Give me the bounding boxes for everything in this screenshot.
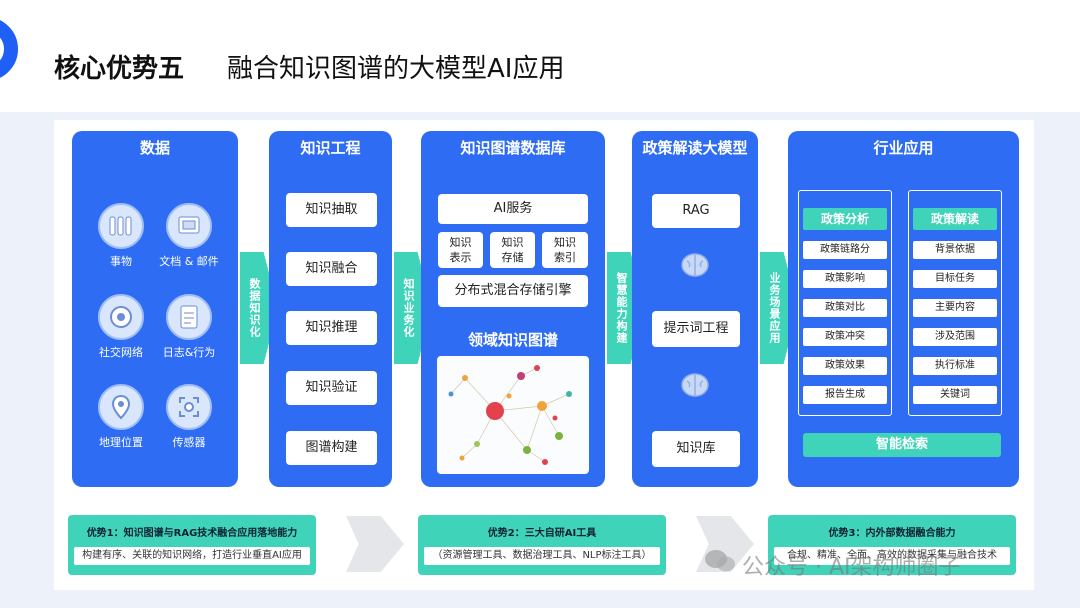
- watermark-text: 公众号 · AI架构师圈子: [742, 549, 961, 581]
- page-title: 核心优势五: [54, 48, 184, 85]
- source-label: 日志&行为: [159, 344, 219, 360]
- llm-column-title: 政策解读大模型: [632, 137, 758, 158]
- panel-item: 政策冲突: [803, 328, 887, 346]
- policy-interpretation-panel: 政策解读 背景依据 目标任务 主要内容 涉及范围 执行标准 关键词: [908, 190, 1002, 416]
- sensor-icon: [166, 384, 212, 430]
- ai-service-box: AI服务: [438, 194, 588, 224]
- rag-box: RAG: [652, 194, 740, 228]
- items-icon: [98, 203, 144, 249]
- source-items: 事物: [91, 203, 151, 269]
- engineering-item: 知识推理: [286, 311, 377, 345]
- page-subtitle: 融合知识图谱的大模型AI应用: [227, 48, 564, 85]
- header-bar: 核心优势五 融合知识图谱的大模型AI应用: [0, 0, 1080, 112]
- intelligent-search-bar: 智能检索: [803, 433, 1001, 457]
- panel-item: 执行标准: [913, 357, 997, 375]
- advantage-desc: 构建有序、关联的知识网络，打造行业垂直AI应用: [74, 547, 310, 565]
- source-document-mail: 文档 & 邮件: [159, 203, 219, 269]
- knowledge-index-box: 知识 索引: [542, 232, 588, 268]
- wechat-icon: [703, 548, 737, 574]
- panel-item: 报告生成: [803, 386, 887, 404]
- document-mail-icon: [166, 203, 212, 249]
- advantage-desc: （资源管理工具、数据治理工具、NLP标注工具）: [424, 547, 660, 565]
- engineering-column-title: 知识工程: [269, 137, 392, 158]
- brain-icon: [679, 369, 711, 405]
- panel-item: 政策效果: [803, 357, 887, 375]
- data-column-title: 数据: [72, 137, 238, 158]
- log-behavior-icon: [166, 294, 212, 340]
- source-label: 地理位置: [91, 434, 151, 450]
- source-log-behavior: 日志&行为: [159, 294, 219, 360]
- engineering-column: 知识工程 知识抽取 知识融合 知识推理 知识验证 图谱构建: [269, 131, 392, 487]
- panel-item: 政策影响: [803, 270, 887, 288]
- knowledge-storage-box: 知识 存储: [490, 232, 535, 268]
- panel-item: 政策对比: [803, 299, 887, 317]
- arrow-label: 知识业务化: [400, 278, 416, 338]
- source-social-network: 社交网络: [91, 294, 151, 360]
- knowledge-graph-image: [437, 356, 589, 474]
- engineering-item: 知识抽取: [286, 193, 377, 227]
- graph-db-column: 知识图谱数据库 AI服务 知识 表示 知识 存储 知识 索引 分布式混合存储引擎…: [421, 131, 605, 487]
- knowledge-base-box: 知识库: [652, 431, 740, 467]
- knowledge-graph-network: [437, 356, 589, 474]
- advantage-2: 优势2：三大自研AI工具 （资源管理工具、数据治理工具、NLP标注工具）: [418, 515, 666, 575]
- panel-item: 背景依据: [913, 241, 997, 259]
- social-network-icon: [98, 294, 144, 340]
- graph-db-column-title: 知识图谱数据库: [421, 137, 605, 158]
- panel-item: 主要内容: [913, 299, 997, 317]
- policy-analysis-panel: 政策分析 政策链路分 政策影响 政策对比 政策冲突 政策效果 报告生成: [798, 190, 892, 416]
- storage-engine-box: 分布式混合存储引擎: [438, 275, 588, 307]
- panel-title: 政策解读: [913, 208, 997, 230]
- source-location: 地理位置: [91, 384, 151, 450]
- advantage-1: 优势1：知识图谱与RAG技术融合应用落地能力 构建有序、关联的知识网络，打造行业…: [68, 515, 316, 575]
- panel-item: 关键词: [913, 386, 997, 404]
- knowledge-representation-box: 知识 表示: [438, 232, 483, 268]
- arrow-label: 智慧能力构建: [613, 272, 629, 344]
- location-icon: [98, 384, 144, 430]
- advantage-title: 优势3：内外部数据融合能力: [768, 524, 1016, 539]
- brain-icon: [679, 249, 711, 285]
- prompt-engineering-box: 提示词工程: [652, 311, 740, 347]
- engineering-item: 知识验证: [286, 371, 377, 405]
- source-label: 文档 & 邮件: [159, 253, 219, 269]
- llm-column: 政策解读大模型 RAG 提示词工程 知识库: [632, 131, 758, 487]
- panel-item: 政策链路分: [803, 241, 887, 259]
- engineering-item: 图谱构建: [286, 431, 377, 465]
- panel-item: 涉及范围: [913, 328, 997, 346]
- source-sensor: 传感器: [159, 384, 219, 450]
- industry-column-title: 行业应用: [788, 137, 1019, 158]
- source-label: 社交网络: [91, 344, 151, 360]
- arrow-label: 业务场景应用: [766, 272, 782, 344]
- panel-item: 目标任务: [913, 270, 997, 288]
- logo-ring-icon: [0, 17, 18, 81]
- panel-title: 政策分析: [803, 208, 887, 230]
- domain-graph-title: 领域知识图谱: [421, 329, 605, 350]
- source-label: 事物: [91, 253, 151, 269]
- advantage-title: 优势2：三大自研AI工具: [418, 524, 666, 539]
- arrow-label: 数据知识化: [246, 278, 262, 338]
- advantage-title: 优势1：知识图谱与RAG技术融合应用落地能力: [68, 524, 316, 539]
- data-column: 数据 事物 文档 & 邮件 社交网络 日志&行为 地理位置 传感器: [72, 131, 238, 487]
- engineering-item: 知识融合: [286, 252, 377, 286]
- source-label: 传感器: [159, 434, 219, 450]
